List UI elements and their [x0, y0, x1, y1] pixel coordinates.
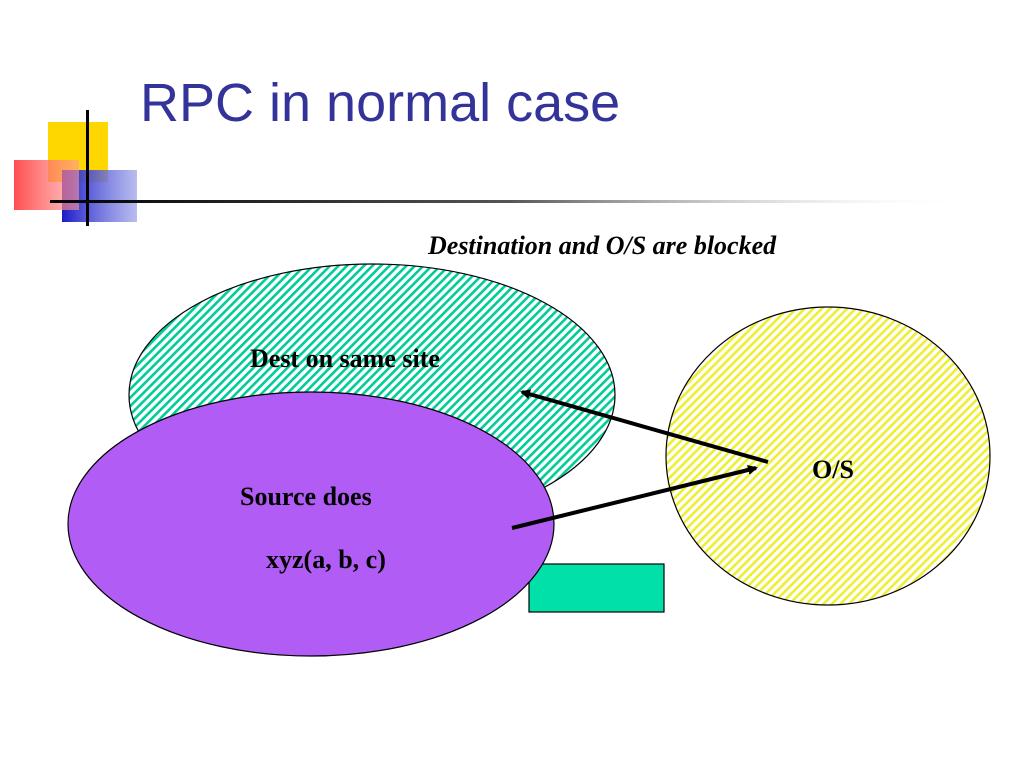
deco-horizontal-line — [50, 200, 970, 203]
source-ellipse — [67, 391, 555, 657]
arrow-os-to-dest — [520, 389, 769, 464]
os-ellipse — [665, 306, 991, 606]
dest-label: Dest on same site — [250, 344, 440, 373]
diagram-caption: Destination and O/S are blocked — [428, 231, 777, 260]
source-label-line2: xyz(a, b, c) — [266, 545, 386, 574]
deco-vertical-line — [86, 110, 89, 226]
message-box — [528, 563, 665, 613]
os-label: O/S — [812, 455, 854, 484]
title-decoration — [14, 110, 970, 226]
arrow-source-to-os — [511, 465, 758, 530]
source-label-line1: Source does — [240, 482, 372, 511]
slide-title: RPC in normal case — [140, 73, 621, 133]
